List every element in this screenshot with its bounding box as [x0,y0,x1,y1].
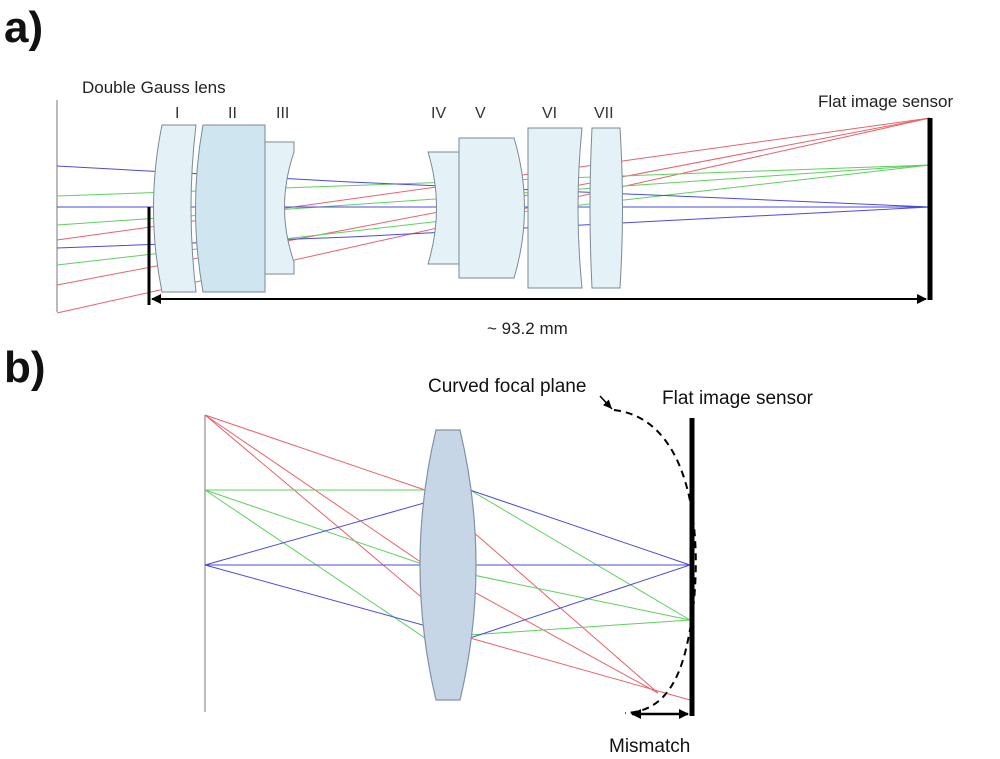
curved-focal-plane-pointer [599,395,613,410]
lens-element-VI [527,127,583,289]
lens-group-a [153,124,623,293]
double-gauss-title: Double Gauss lens [82,78,226,97]
panel-b-letter: b) [4,343,46,392]
lens-label-I: I [175,105,179,122]
lens-element-VII [589,127,623,289]
panel-b-sensor-label: Flat image sensor [662,388,814,409]
dimension-label: ~ 93.2 mm [487,319,568,338]
lens-label-III: III [276,105,289,122]
lens-element-III [264,141,295,275]
lens-label-VII: VII [594,105,614,122]
curved-focal-plane-label: Curved focal plane [428,376,586,397]
lens-element-V [458,137,525,279]
lens-label-VI: VI [542,105,557,122]
panel-a: a) Double Gauss lens Flat image sensor [4,3,953,338]
panel-b: b) Curved focal plane Flat image sensor … [4,343,814,757]
lens-element-II [195,124,266,293]
curved-focal-plane [613,409,697,714]
lens-label-IV: IV [431,105,446,122]
lens-element-I [153,124,197,293]
lens-label-II: II [228,105,237,122]
mismatch-label: Mismatch [609,736,690,757]
biconvex-lens [419,429,477,701]
panel-a-letter: a) [4,3,43,52]
lens-label-V: V [475,105,486,122]
lens-element-IV [427,151,460,265]
panel-a-sensor-label: Flat image sensor [818,92,953,111]
